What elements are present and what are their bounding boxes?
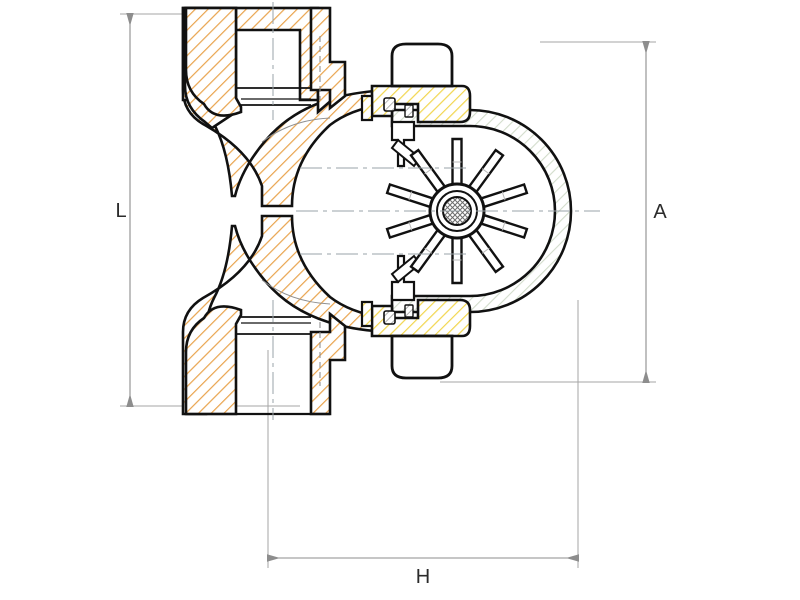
impeller-blade-tick <box>481 168 490 175</box>
impeller-blade-tick <box>481 247 490 254</box>
impeller-blade-tick <box>501 191 506 201</box>
lower-cap-nut <box>390 334 454 380</box>
lower-cap-nut-shape <box>390 334 454 380</box>
impeller-blade-tick <box>408 221 413 231</box>
impeller-blade-tick <box>424 247 433 254</box>
hidden-edges <box>261 36 331 386</box>
top-port-right-wall <box>309 6 347 111</box>
upper-flange-body <box>370 84 472 124</box>
upper-clamp-flange <box>360 84 472 124</box>
bottom-port-right-wall <box>309 311 347 416</box>
dimension-lines <box>120 13 656 568</box>
upper-oring <box>383 97 396 112</box>
lower-flange-tab <box>360 300 374 328</box>
dimension-L: L <box>115 12 134 408</box>
bottom-port-left-wall <box>184 305 243 416</box>
lower-flange-body <box>370 298 472 338</box>
top-port-left-wall <box>184 6 243 117</box>
upper-gasket <box>404 104 414 118</box>
body-lower-section <box>181 214 390 416</box>
lower-gasket <box>404 304 414 318</box>
upper-flange-tab <box>360 94 374 122</box>
dim-label-H: H <box>416 566 430 588</box>
bottom-outlet-port <box>184 305 347 416</box>
body-upper-section <box>181 6 390 208</box>
dimension-A: A <box>642 40 667 384</box>
upper-cap-nut-shape <box>390 42 454 88</box>
impeller-blade-tick <box>501 221 506 231</box>
seal-details <box>383 97 414 325</box>
dim-label-L: L <box>115 200 126 222</box>
center-lines <box>272 2 600 420</box>
impeller-blade-tick <box>424 168 433 175</box>
hidden-flow-curve-lower <box>261 279 331 305</box>
impeller <box>385 137 529 285</box>
top-inlet-port <box>184 6 347 117</box>
hidden-flow-curve-upper <box>261 117 331 143</box>
lower-oring <box>383 310 396 325</box>
upper-cap-nut <box>390 42 454 88</box>
impeller-blade-tick <box>408 191 413 201</box>
dimension-H: H <box>266 554 580 588</box>
dim-label-A: A <box>653 201 667 223</box>
lower-clamp-flange <box>360 298 472 338</box>
